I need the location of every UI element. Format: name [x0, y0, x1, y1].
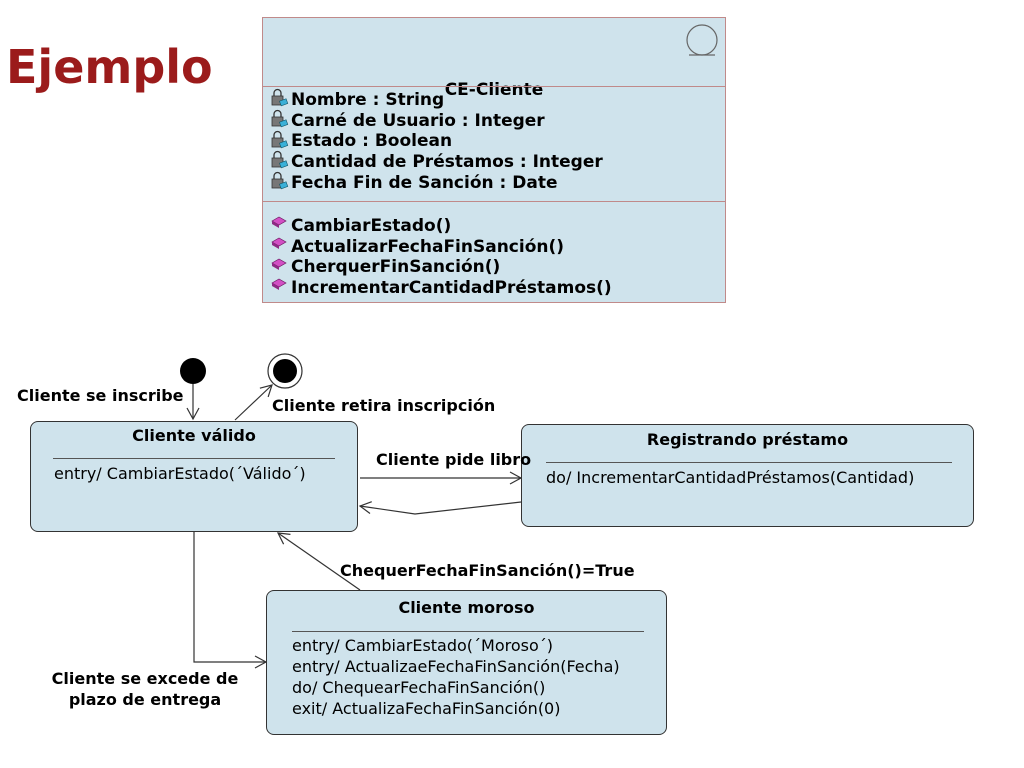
- operation-incrementar: IncrementarCantidadPréstamos(): [291, 278, 612, 298]
- label-retira: Cliente retira inscripción: [272, 396, 496, 415]
- class-divider: [263, 86, 725, 87]
- state-name: Cliente válido: [132, 426, 256, 445]
- chequer-arrow: [276, 532, 361, 591]
- operation-icon: [271, 216, 287, 228]
- state-divider: [546, 462, 952, 463]
- attribute-lock-icon: [271, 130, 289, 149]
- final-transition-arrow: [234, 384, 273, 421]
- state-action: do/ IncrementarCantidadPréstamos(Cantida…: [546, 468, 915, 487]
- label-excede-2: plazo de entrega: [68, 690, 222, 709]
- attribute-cantidad: Cantidad de Préstamos : Integer: [291, 152, 603, 172]
- label-excede-1: Cliente se excede de: [51, 669, 239, 688]
- attribute-lock-icon: [271, 150, 289, 169]
- state-action: entry/ CambiarEstado(´Moroso´): [292, 636, 554, 655]
- operation-actualizar-fecha: ActualizarFechaFinSanción(): [291, 237, 565, 257]
- class-divider: [263, 201, 725, 202]
- operation-icon: [271, 237, 287, 249]
- attribute-lock-icon: [271, 171, 289, 190]
- label-inscribe: Cliente se inscribe: [17, 386, 184, 405]
- state-divider: [292, 631, 644, 632]
- state-action: do/ ChequearFechaFinSanción(): [292, 678, 546, 697]
- label-pide-libro: Cliente pide libro: [376, 450, 532, 469]
- operation-cambiar-estado: CambiarEstado(): [291, 216, 452, 236]
- class-name: CE-Cliente: [444, 80, 544, 100]
- final-state-dot: [273, 359, 297, 383]
- state-action: entry/ ActualizaeFechaFinSanción(Fecha): [292, 657, 620, 676]
- state-name: Cliente moroso: [398, 598, 535, 617]
- class-stereotype-icon: [686, 24, 718, 56]
- attribute-nombre: Nombre : String: [291, 90, 445, 110]
- slide-title: Ejemplo: [6, 40, 213, 94]
- attribute-lock-icon: [271, 109, 289, 128]
- operation-icon: [271, 278, 287, 290]
- state-divider: [53, 458, 335, 459]
- attribute-carne: Carné de Usuario : Integer: [291, 111, 545, 131]
- attribute-fecha-fin: Fecha Fin de Sanción : Date: [291, 173, 558, 193]
- state-registrando-prestamo: Registrando préstamo do/ IncrementarCant…: [521, 424, 974, 527]
- attribute-estado: Estado : Boolean: [291, 131, 453, 151]
- state-cliente-moroso: Cliente moroso entry/ CambiarEstado(´Mor…: [266, 590, 667, 735]
- initial-state-dot: [180, 358, 206, 384]
- state-name: Registrando préstamo: [646, 430, 849, 449]
- state-cliente-valido: Cliente válido entry/ CambiarEstado(´Vál…: [30, 421, 358, 532]
- state-action: exit/ ActualizaFechaFinSanción(0): [292, 699, 561, 718]
- state-action: entry/ CambiarEstado(´Válido´): [54, 464, 306, 483]
- operation-cherquer: CherquerFinSanción(): [291, 257, 501, 277]
- label-chequer: ChequerFechaFinSanción()=True: [340, 561, 635, 580]
- return-arrow: [358, 501, 522, 515]
- operation-icon: [271, 258, 287, 270]
- excede-arrow: [193, 532, 268, 669]
- attribute-lock-icon: [271, 88, 289, 107]
- class-box: CE-Cliente Nombre : String Carné de Usua…: [262, 17, 726, 303]
